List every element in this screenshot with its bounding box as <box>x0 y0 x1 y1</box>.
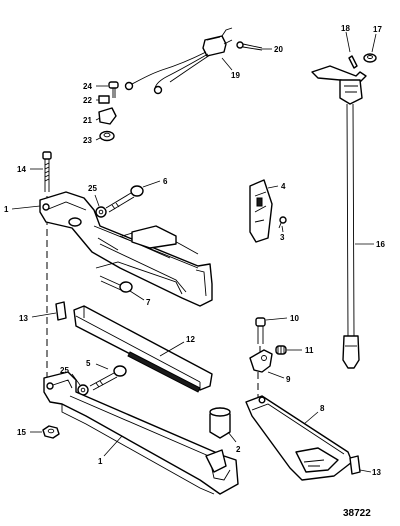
callout-24: 24 <box>83 82 92 91</box>
lower-housing-part <box>43 371 239 495</box>
clamp-part-21 <box>95 107 117 125</box>
callout-6: 6 <box>163 177 168 186</box>
screw-part-20 <box>236 41 272 51</box>
callout-11: 11 <box>305 346 314 355</box>
callout-2: 2 <box>236 445 241 454</box>
callout-19: 19 <box>231 71 240 80</box>
pin-part-18 <box>345 31 358 69</box>
washer-part-25-upper <box>94 194 107 218</box>
cap-part-2 <box>209 407 237 443</box>
callout-17: 17 <box>373 25 382 34</box>
callout-8: 8 <box>320 404 325 413</box>
callout-25-lower: 25 <box>60 366 69 375</box>
bolt-part-14 <box>30 151 52 192</box>
callout-3: 3 <box>280 233 285 242</box>
callout-25-upper: 25 <box>88 184 97 193</box>
figure-number: 38722 <box>343 508 371 519</box>
bolt-part-5 <box>89 363 127 391</box>
callout-4: 4 <box>281 182 286 191</box>
callout-18: 18 <box>341 24 350 33</box>
callout-10: 10 <box>290 314 299 323</box>
wiring-harness-part <box>124 27 233 95</box>
callout-20: 20 <box>274 45 283 54</box>
callout-14: 14 <box>17 165 26 174</box>
rail-part-12 <box>73 305 213 393</box>
callout-16: 16 <box>376 240 385 249</box>
bracket-part-8 <box>245 395 353 481</box>
callout-1-lower: 1 <box>98 457 103 466</box>
callout-1-upper: 1 <box>4 205 9 214</box>
callout-21: 21 <box>83 116 92 125</box>
callout-5: 5 <box>86 359 91 368</box>
locknut-part-23 <box>95 130 115 142</box>
spring-part-11 <box>275 345 302 355</box>
callout-15: 15 <box>17 428 26 437</box>
nut-part-15 <box>30 425 60 439</box>
callout-12: 12 <box>186 335 195 344</box>
leader-1-upper <box>11 205 41 210</box>
shift-rod-part-16 <box>311 65 374 369</box>
callout-22: 22 <box>83 96 92 105</box>
callout-7: 7 <box>146 298 151 307</box>
spacer-part-13-lower <box>349 455 372 475</box>
bracket-part-4 <box>249 179 279 243</box>
screw-part-3 <box>278 216 287 233</box>
callout-13-left: 13 <box>19 314 28 323</box>
bolt-part-7 <box>99 275 145 301</box>
leader-1-lower <box>103 435 123 457</box>
callout-9: 9 <box>286 375 291 384</box>
upper-housing-part <box>39 191 213 307</box>
lever-part-9 <box>249 349 285 398</box>
screw-part-24 <box>96 81 119 98</box>
nut-part-22 <box>96 95 110 104</box>
spacer-part-13-upper <box>31 301 67 321</box>
bolt-part-6 <box>105 180 161 213</box>
callout-13-right: 13 <box>372 468 381 477</box>
washer-part-17 <box>363 33 377 63</box>
callout-23: 23 <box>83 136 92 145</box>
